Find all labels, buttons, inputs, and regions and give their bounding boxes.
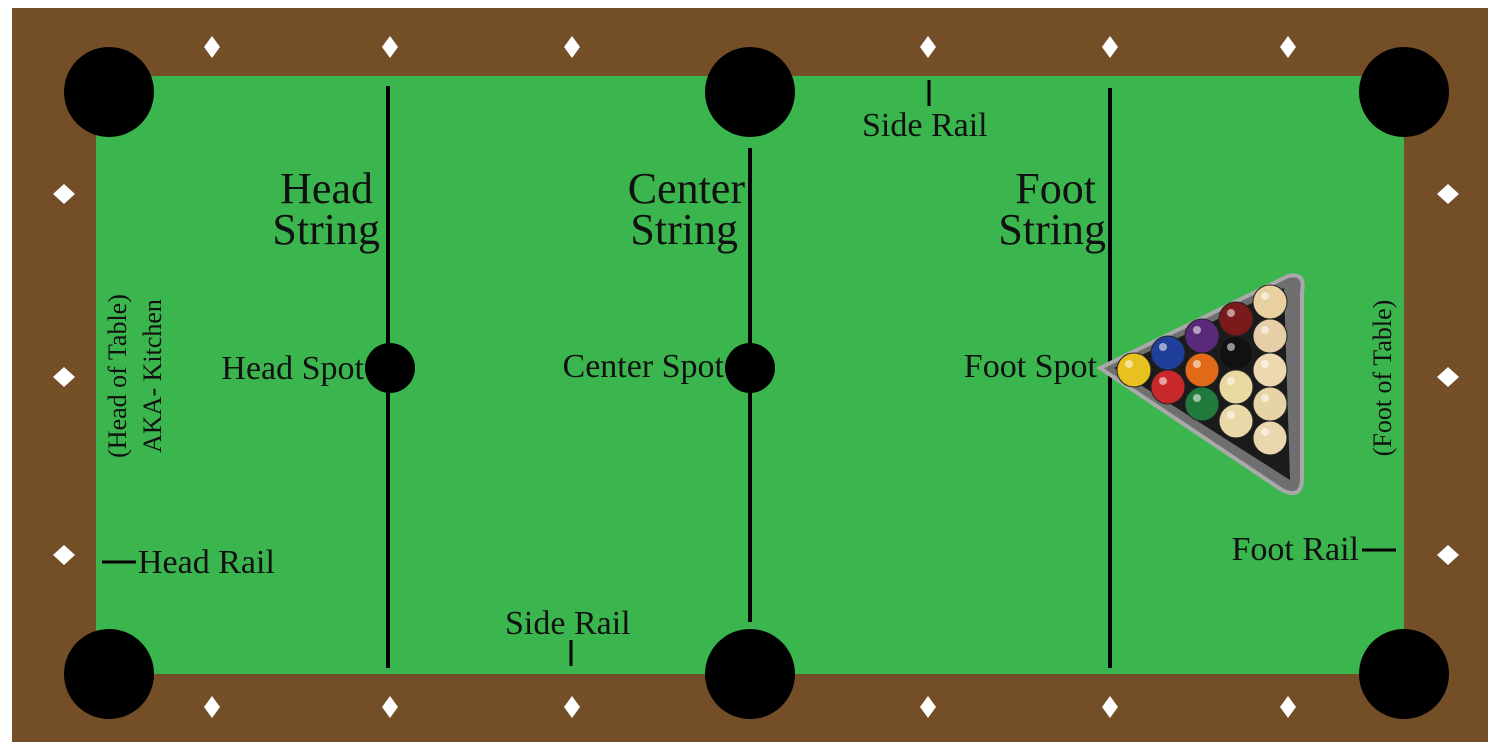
billiard-ball <box>1252 318 1288 354</box>
pockets <box>64 47 1449 719</box>
diamond-marker <box>382 36 398 58</box>
billiard-ball <box>1218 403 1254 439</box>
foot-of-table-label: (Foot of Table) <box>1368 300 1397 457</box>
diamond-marker <box>1102 36 1118 58</box>
diamond-marker <box>1280 36 1296 58</box>
diamond-marker <box>53 367 75 387</box>
head-of-table-label: (Head of Table) <box>103 294 132 458</box>
diamond-marker <box>920 696 936 718</box>
ball-highlight <box>1193 326 1201 334</box>
billiard-ball <box>1218 301 1254 337</box>
diamond-marker <box>1437 367 1459 387</box>
billiard-ball <box>1150 335 1186 371</box>
bottom-rail-diamonds <box>204 696 1296 718</box>
foot-rail-label: Foot Rail <box>1231 531 1359 568</box>
ball-highlight <box>1193 394 1201 402</box>
pocket <box>64 47 154 137</box>
center-spot-label: Center Spot <box>563 348 725 385</box>
diamond-marker <box>564 36 580 58</box>
billiard-ball <box>1252 386 1288 422</box>
pocket <box>1359 47 1449 137</box>
head-rail-label: Head Rail <box>138 544 275 581</box>
ball-highlight <box>1227 309 1235 317</box>
billiard-ball <box>1252 352 1288 388</box>
left-rail-diamonds <box>53 184 75 565</box>
billiard-ball <box>1252 420 1288 456</box>
ball-highlight <box>1227 411 1235 419</box>
diamond-marker <box>204 696 220 718</box>
billiard-ball <box>1150 369 1186 405</box>
foot-spot-label: Foot Spot <box>964 348 1098 385</box>
ball-highlight <box>1261 360 1269 368</box>
center-string-label-1: Center <box>628 164 746 213</box>
billiard-ball <box>1116 352 1152 388</box>
diamond-marker <box>1437 545 1459 565</box>
foot-string-label-2: String <box>998 205 1106 254</box>
center-string-label-2: String <box>630 205 738 254</box>
diamond-marker <box>53 545 75 565</box>
ball-rack <box>1096 273 1305 495</box>
diamond-marker <box>920 36 936 58</box>
billiard-ball <box>1218 369 1254 405</box>
diamond-marker <box>1102 696 1118 718</box>
foot-string-label-1: Foot <box>1015 164 1096 213</box>
center-spot-dot <box>725 343 775 393</box>
side-rail-top-label: Side Rail <box>862 107 988 144</box>
diamond-marker <box>1280 696 1296 718</box>
billiard-ball <box>1218 335 1254 371</box>
billiard-ball <box>1184 352 1220 388</box>
ball-highlight <box>1159 377 1167 385</box>
ball-highlight <box>1125 360 1133 368</box>
billiard-ball <box>1184 318 1220 354</box>
aka-kitchen-label: AKA- Kitchen <box>138 299 167 453</box>
billiard-ball <box>1184 386 1220 422</box>
ball-highlight <box>1193 360 1201 368</box>
pocket <box>705 629 795 719</box>
ball-highlight <box>1261 292 1269 300</box>
head-string-label-2: String <box>272 205 380 254</box>
head-spot-label: Head Spot <box>221 350 364 387</box>
diamond-marker <box>204 36 220 58</box>
head-string-label-1: Head <box>280 164 373 213</box>
ball-highlight <box>1261 394 1269 402</box>
diamond-marker <box>1437 184 1459 204</box>
head-spot-dot <box>365 343 415 393</box>
diamond-marker <box>53 184 75 204</box>
diamond-marker <box>564 696 580 718</box>
pocket <box>1359 629 1449 719</box>
billiard-ball <box>1252 284 1288 320</box>
ball-highlight <box>1227 343 1235 351</box>
top-rail-diamonds <box>204 36 1296 58</box>
ball-highlight <box>1261 326 1269 334</box>
side-rail-bottom-label: Side Rail <box>505 605 631 642</box>
ball-highlight <box>1261 428 1269 436</box>
right-rail-diamonds <box>1437 184 1459 565</box>
pocket <box>64 629 154 719</box>
ball-highlight <box>1227 377 1235 385</box>
diamond-marker <box>382 696 398 718</box>
pocket <box>705 47 795 137</box>
ball-highlight <box>1159 343 1167 351</box>
